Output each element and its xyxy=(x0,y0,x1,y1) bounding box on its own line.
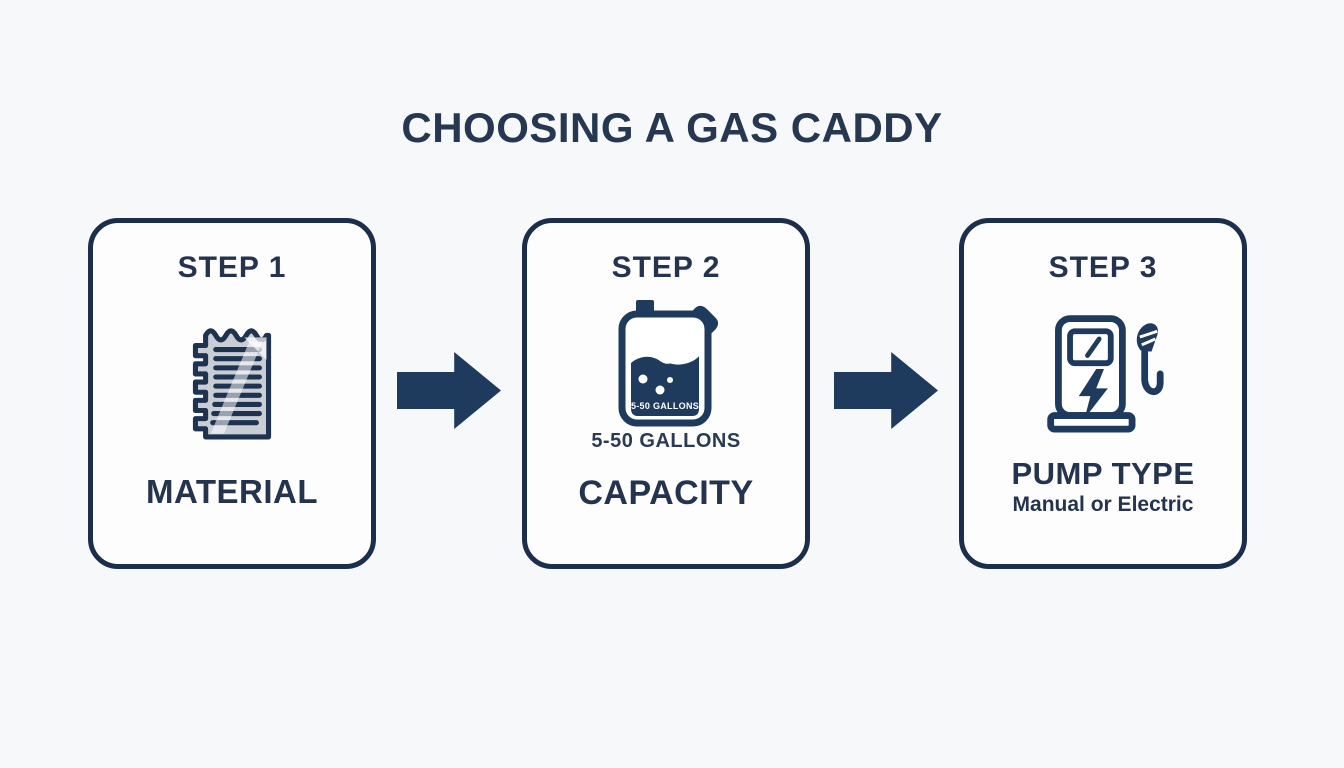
fuel-pump-icon xyxy=(1042,307,1164,438)
capacity-range-caption: 5-50 GALLONS xyxy=(591,430,741,452)
step-label: STEP 1 xyxy=(177,251,287,284)
step-label: STEP 2 xyxy=(611,251,721,284)
infographic-title: CHOOSING A GAS CADDY xyxy=(401,104,943,151)
arrow-right-icon xyxy=(834,352,938,429)
step-name: MATERIAL xyxy=(145,473,319,510)
step-name: PUMP TYPE xyxy=(1011,456,1195,491)
step-label: STEP 3 xyxy=(1048,251,1158,284)
material-sheet-icon xyxy=(181,311,283,448)
step-card-material: STEP 1 MATERIAL xyxy=(88,218,376,569)
step-subtitle: Manual or Electric xyxy=(1012,493,1194,516)
arrow-right-icon xyxy=(397,352,501,429)
step-card-pump-type: STEP 3 PUMP TYPE Manual or Electric xyxy=(959,218,1247,569)
step-name: CAPACITY xyxy=(578,474,754,512)
gas-can-label: 5-50 GALLONS xyxy=(631,401,699,411)
gas-can-icon: 5-50 GALLONS xyxy=(607,297,725,432)
step-card-capacity: STEP 2 5-50 GALLONS 5-50 GALLONS CAPACIT… xyxy=(522,218,810,569)
